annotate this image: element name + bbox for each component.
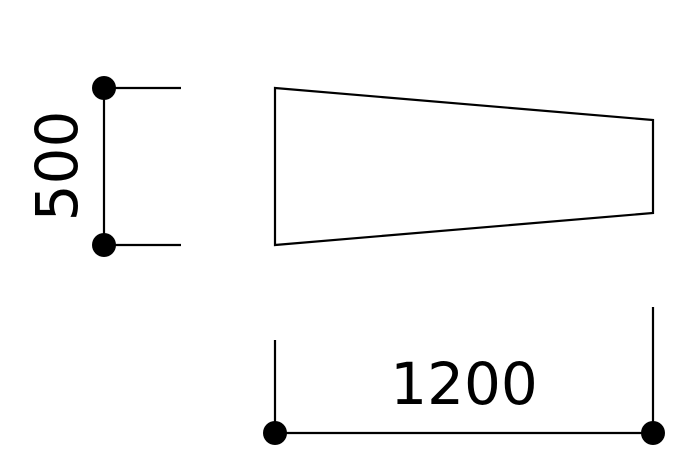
height-terminator-top — [92, 76, 116, 100]
width-dimension: 1200 — [263, 307, 665, 445]
height-terminator-bottom — [92, 233, 116, 257]
height-dimension-label: 500 — [23, 111, 91, 222]
tapered-shape — [273, 86, 655, 247]
width-dimension-label: 1200 — [390, 350, 538, 418]
width-terminator-right — [641, 421, 665, 445]
width-terminator-left — [263, 421, 287, 445]
height-dimension: 500 — [23, 76, 181, 257]
